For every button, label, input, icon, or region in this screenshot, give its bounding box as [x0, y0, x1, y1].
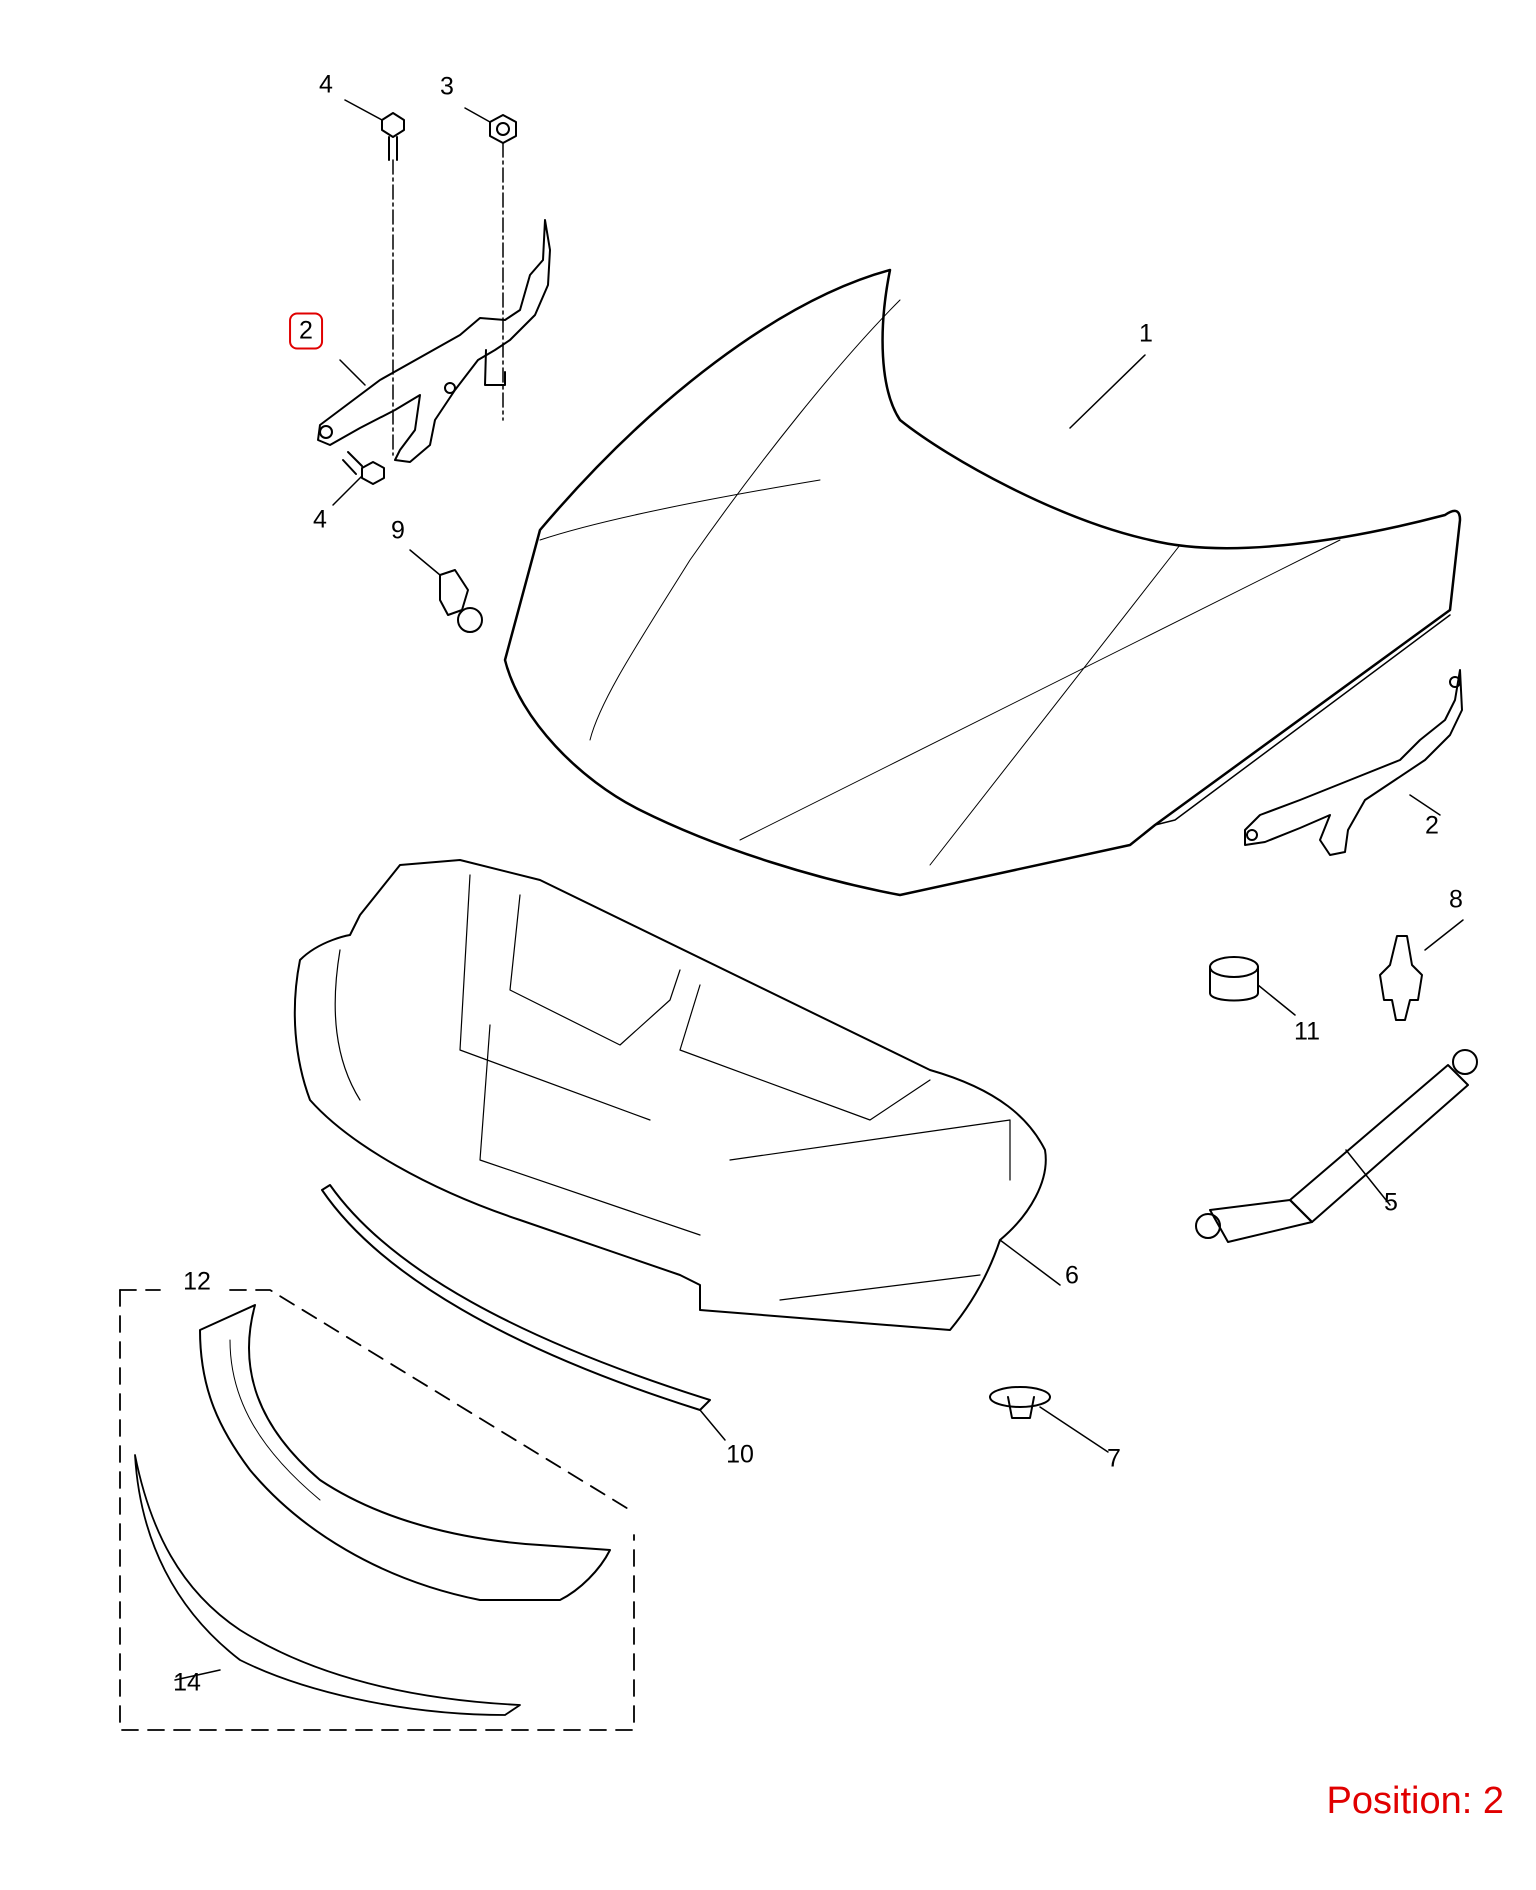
callout-8[interactable]: 8	[1449, 885, 1463, 914]
callout-3[interactable]: 3	[440, 72, 454, 101]
callout-7[interactable]: 7	[1107, 1444, 1121, 1473]
gas-strut-part	[1195, 1049, 1478, 1243]
callout-9[interactable]: 9	[391, 516, 405, 545]
callout-14[interactable]: 14	[173, 1668, 201, 1697]
callout-4-bottom[interactable]: 4	[313, 505, 327, 534]
callout-11[interactable]: 11	[1294, 1017, 1320, 1046]
bumper-clip-part	[439, 569, 483, 633]
callout-10[interactable]: 10	[726, 1440, 754, 1469]
callout-1[interactable]: 1	[1139, 319, 1153, 348]
bolt-top-part	[381, 112, 405, 161]
hinge-left-part	[317, 219, 551, 463]
callout-2-right[interactable]: 2	[1425, 811, 1439, 840]
callout-6[interactable]: 6	[1065, 1261, 1079, 1290]
hood-part	[503, 268, 1462, 897]
buffer-part	[1379, 935, 1423, 1021]
callout-2-selected[interactable]: 2	[289, 312, 323, 350]
callout-4-top[interactable]: 4	[319, 70, 333, 99]
leader-lines	[174, 99, 1464, 1681]
callout-5[interactable]: 5	[1384, 1188, 1398, 1217]
position-label: Position: 2	[1326, 1780, 1504, 1822]
nut-part	[489, 114, 517, 144]
hood-insulator-part	[293, 859, 1047, 1331]
callout-12[interactable]: 12	[183, 1267, 211, 1296]
grille-assembly-group	[119, 1289, 635, 1731]
alignment-lines	[392, 142, 504, 456]
hinge-right-part	[1244, 669, 1463, 856]
fastener-clip-part	[989, 1386, 1051, 1419]
bolt-bottom-part	[342, 451, 385, 485]
bump-stop-part	[1209, 956, 1259, 1002]
